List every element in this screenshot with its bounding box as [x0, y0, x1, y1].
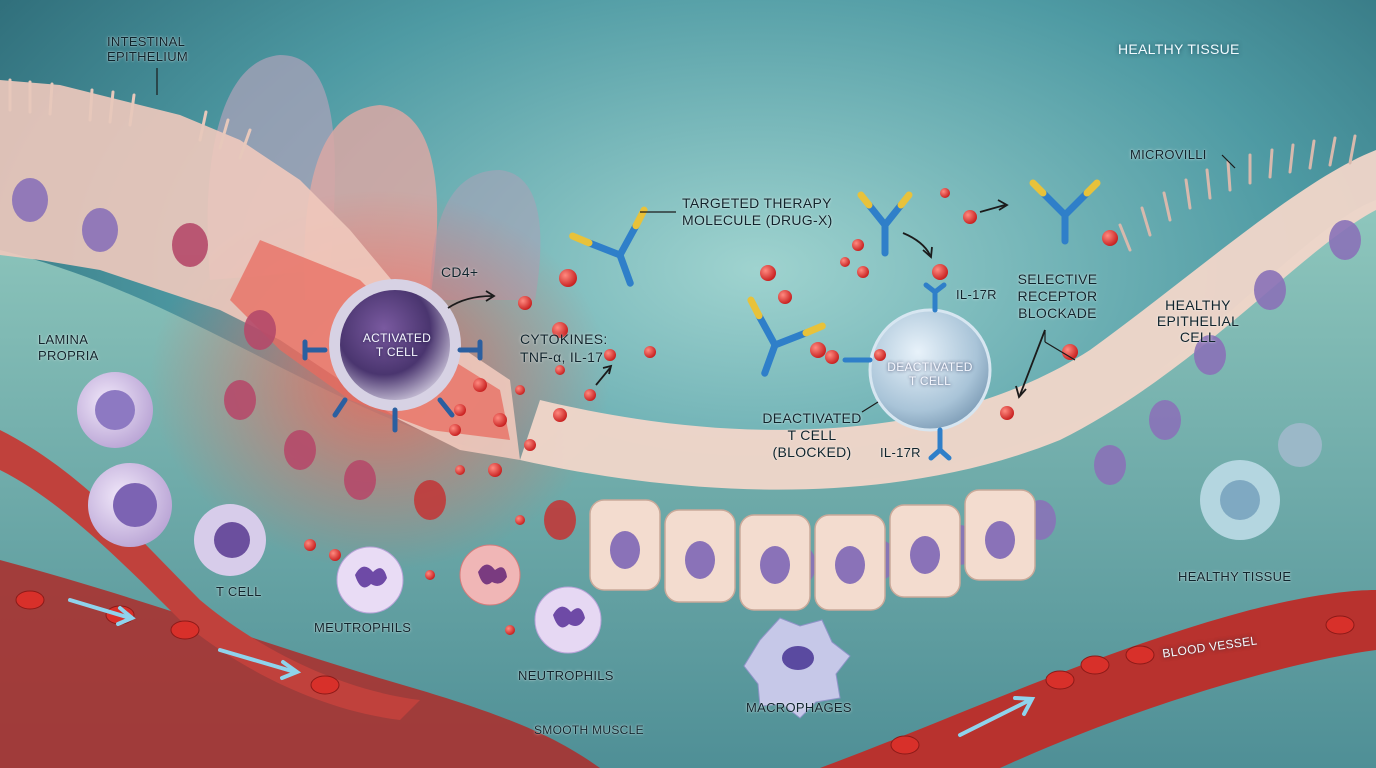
label-deactivated-t-cell-blocked: DEACTIVATED T CELL (BLOCKED): [762, 410, 862, 460]
leader-lines: [156, 68, 1236, 413]
flow-arrows: [447, 199, 1046, 399]
blood-vessel-branch: [0, 430, 420, 720]
macrophage: [743, 617, 851, 719]
label-intestinal-epithelium: INTESTINAL EPITHELIUM: [107, 34, 189, 64]
label-il17r-lower: IL-17R: [880, 445, 921, 460]
label-cytokines: CYTOKINES: TNF-α, IL-17: [520, 331, 608, 365]
label-cd4: CD4+: [441, 264, 479, 280]
row-nuclei: [610, 521, 1015, 584]
label-deactivated-t-cell-inner: DEACTIVATED T CELL: [887, 360, 973, 388]
blood-flow-arrows: [68, 598, 1036, 737]
label-t-cell: T CELL: [216, 584, 262, 599]
lamina-cells: [77, 372, 1322, 576]
label-neutrophils: NEUTROPHILS: [518, 668, 614, 683]
label-macrophages: MACROPHAGES: [746, 700, 852, 715]
label-healthy-tissue-top: HEALTHY TISSUE: [1118, 41, 1240, 57]
blood-vessel-right: [820, 590, 1376, 768]
lamina-propria-tissue: [0, 200, 1376, 768]
microvilli: [1118, 134, 1357, 252]
label-smooth-muscle: SMOOTH MUSCLE: [534, 723, 644, 737]
label-healthy-epithelial-cell: HEALTHY EPITHELIAL CELL: [1156, 297, 1240, 345]
microvilli-left: [8, 78, 252, 160]
activated-t-cell: [302, 279, 483, 433]
deactivated-t-cell: [842, 282, 992, 461]
label-lamina-propria: LAMINA PROPRIA: [38, 332, 99, 363]
label-activated-t-cell: ACTIVATED T CELL: [362, 331, 432, 359]
cytokine-particles: [304, 188, 1118, 635]
antibody-molecules: [569, 179, 1101, 377]
neutrophils: [336, 544, 602, 654]
label-healthy-tissue-right: HEALTHY TISSUE: [1178, 569, 1292, 584]
label-il17r-upper: IL-17R: [956, 287, 997, 302]
label-meutrophils: MEUTROPHILS: [314, 620, 412, 635]
label-targeted-therapy: TARGETED THERAPY MOLECULE (DRUG-X): [682, 195, 833, 228]
label-microvilli: MICROVILLI: [1130, 147, 1207, 162]
label-selective-receptor-blockade: SELECTIVE RECEPTOR BLOCKADE: [1017, 271, 1098, 321]
